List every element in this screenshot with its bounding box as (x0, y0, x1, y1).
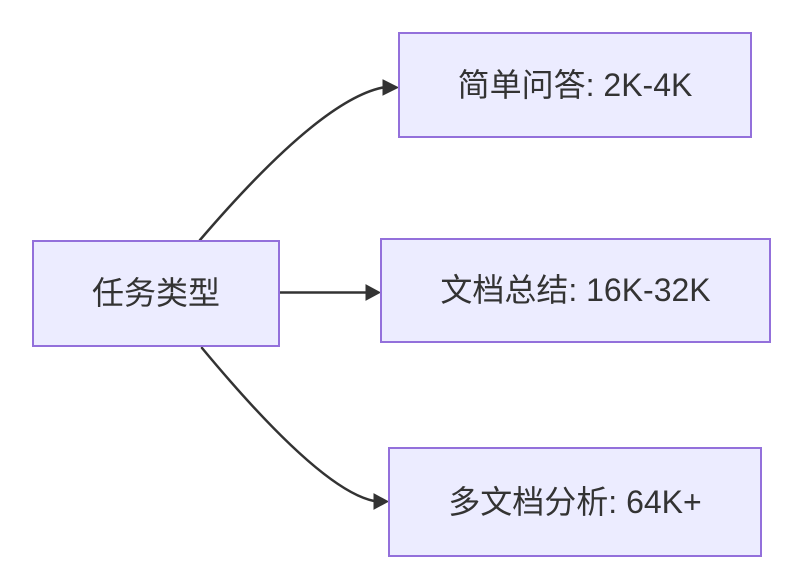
edge-task-to-multi-doc (200, 346, 376, 503)
node-doc-summary: 文档总结: 16K-32K (380, 238, 771, 343)
arrowhead-icon (373, 493, 390, 510)
node-simple-qa-label: 简单问答: 2K-4K (457, 66, 693, 103)
node-simple-qa: 简单问答: 2K-4K (398, 32, 752, 138)
node-task-type-label: 任务类型 (91, 275, 220, 312)
arrowhead-icon (382, 79, 400, 96)
arrowhead-icon (365, 284, 382, 301)
node-doc-summary-label: 文档总结: 16K-32K (440, 272, 711, 309)
node-multi-doc-analysis-label: 多文档分析: 64K+ (448, 483, 702, 520)
node-task-type: 任务类型 (32, 240, 280, 347)
node-multi-doc-analysis: 多文档分析: 64K+ (388, 447, 762, 557)
edge-task-to-simple-qa (198, 86, 385, 242)
